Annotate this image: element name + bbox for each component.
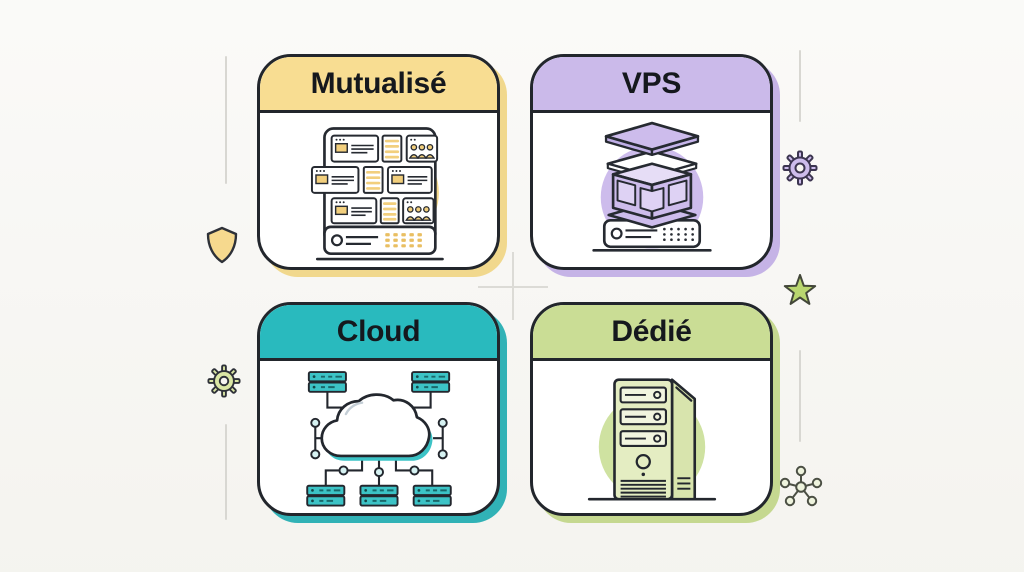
card-header-mutualise: Mutualisé	[260, 57, 497, 113]
shield-icon	[205, 226, 239, 269]
divider-line	[799, 50, 801, 122]
card-title-mutualise: Mutualisé	[310, 66, 447, 100]
card-body-cloud	[260, 361, 497, 513]
card-vps: VPS	[530, 54, 773, 270]
virtualization-stack-icon	[591, 121, 712, 252]
card-title-vps: VPS	[621, 66, 682, 100]
divider-line	[225, 424, 227, 520]
network-nodes-icon	[779, 463, 823, 515]
card-title-dedie: Dédié	[611, 314, 692, 348]
card-mutualise: Mutualisé	[257, 54, 500, 270]
card-cloud: Cloud	[257, 302, 500, 516]
card-body-dedie	[533, 361, 770, 513]
card-body-vps	[533, 113, 770, 267]
card-title-cloud: Cloud	[336, 314, 421, 348]
cloud-network-icon	[305, 370, 452, 506]
center-cross-mark	[512, 252, 514, 320]
card-body-mutualise	[260, 113, 497, 267]
card-header-dedie: Dédié	[533, 305, 770, 361]
dedicated-server-icon	[587, 377, 716, 500]
gear-icon	[207, 364, 241, 403]
divider-line	[799, 350, 801, 442]
shared-hosting-icon	[310, 126, 444, 260]
divider-line	[225, 56, 227, 184]
gear-icon	[782, 150, 818, 191]
star-icon	[783, 274, 817, 311]
card-dedie: Dédié	[530, 302, 773, 516]
card-header-vps: VPS	[533, 57, 770, 113]
card-header-cloud: Cloud	[260, 305, 497, 361]
